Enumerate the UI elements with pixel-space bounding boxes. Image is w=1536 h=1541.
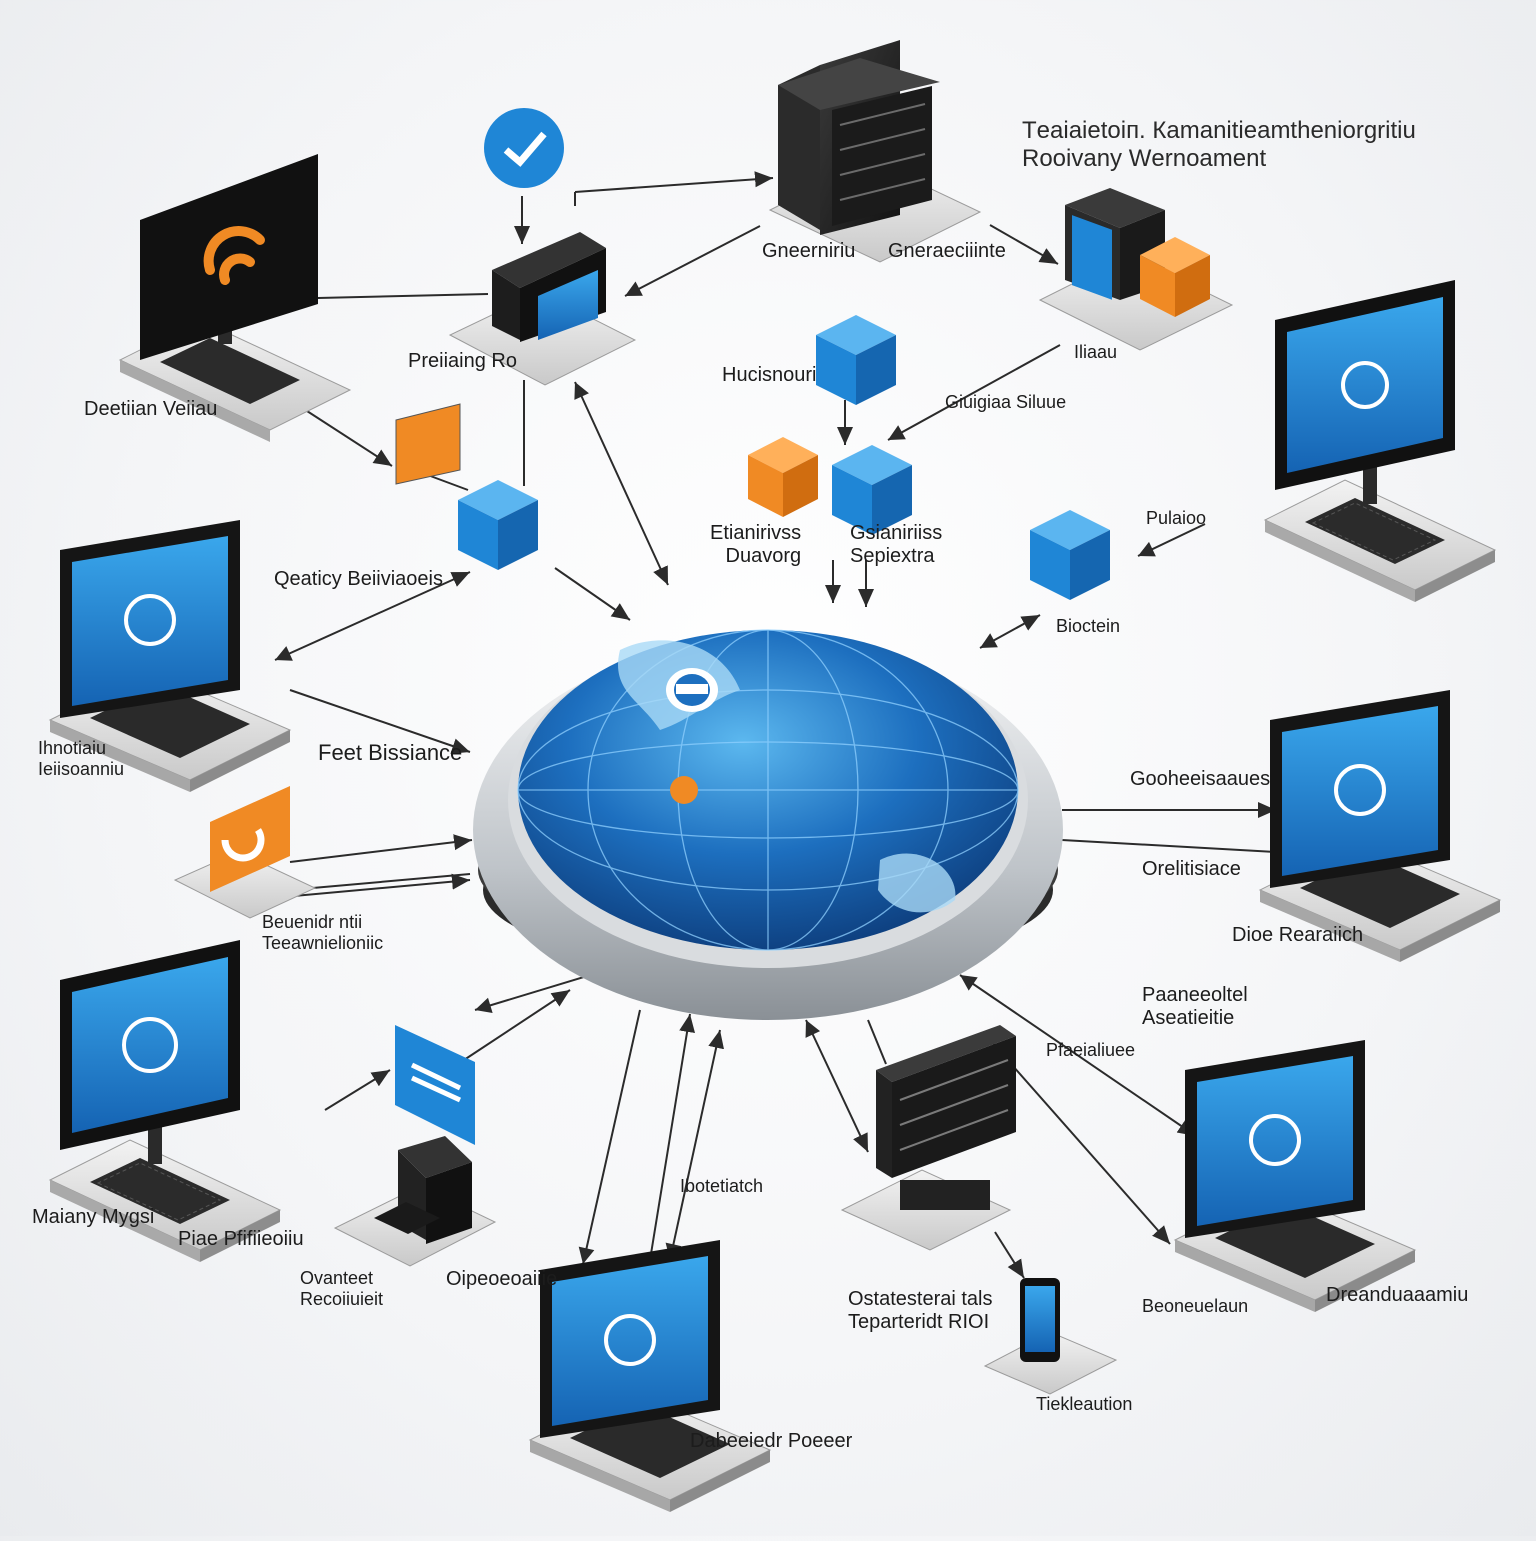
label-laptop-bottom-right-b: Beoneuelaun: [1142, 1296, 1249, 1316]
label-cube-center-right: Gsianiriiss Sepiextra: [850, 522, 943, 567]
label-right-lower: Paaneeoltel Aseatieitie: [1142, 984, 1248, 1029]
label-server-top-right: Gneraeciiinte: [888, 240, 1006, 262]
label-server-top: Gneerniriu: [762, 240, 856, 262]
label-stack-right: Giuigiaa Siluue: [945, 392, 1067, 412]
desktop-top-left: [118, 154, 352, 442]
monitor-bottom-left: [49, 939, 281, 1263]
check-icon: [484, 108, 564, 188]
monitor-left-mid: [49, 519, 291, 793]
label-phone-bottom: Ostatesterai tals Teparteridt RIOI: [848, 1288, 993, 1333]
label-laptop-left-lower: Beuenidr ntii Teeawnielioniic: [262, 912, 384, 953]
server-bottom-right: [840, 1025, 1016, 1251]
cube-right: [1030, 510, 1110, 600]
label-server-bottom-left: Piae Pfifiieoiiu: [178, 1228, 304, 1250]
server-top: [768, 40, 982, 263]
globe-hub: [473, 629, 1063, 1020]
label-box-right-mid: Pulaioo: [1146, 508, 1207, 528]
label-monitor-left-mid: Qeaticy Beiiviaoeis: [274, 568, 443, 590]
label-desktop-top-left: Deetiian Veiiau: [84, 398, 218, 420]
label-laptop-bottom: Dabeeiedr Poeeer: [690, 1430, 853, 1452]
label-laptop-top-center: Preiiaing Ro: [408, 350, 517, 372]
monitor-right-top: [1264, 279, 1496, 603]
label-cube-center-top: Hucisnouri: [722, 364, 817, 386]
label-server-bottom-right: Pfaeialiuee: [1046, 1040, 1136, 1060]
diagram-title-line1: Tеаіаіеtоіп. Каmаnіtіеаmthеnіоrgrіtіu: [1022, 117, 1416, 144]
label-monitor-right-mid: Gooheeisaaues: [1130, 768, 1271, 790]
label-monitor-bottom-left: Maiany Mygsi: [32, 1206, 155, 1228]
label-server-right-box: Iliaau: [1074, 342, 1118, 362]
laptop-top-center: [448, 108, 637, 386]
phone-icon: [983, 1278, 1118, 1395]
label-monitor-left-mid2: Ihnotiaiu Ieiisoanniu: [38, 738, 125, 779]
connector-lines: [249, 171, 1277, 1279]
label-monitor-right-mid3: Dioe Rearaiich: [1232, 924, 1364, 946]
label-cube-center-left: Etianirivss Duavorg: [710, 522, 802, 567]
label-bottom-center: Ibotetiatch: [680, 1176, 764, 1196]
monitor-right-mid: [1259, 689, 1501, 963]
label-laptop-left-center: Feet Bissiance: [318, 740, 463, 765]
monitor-bottom-right: [1174, 1039, 1416, 1313]
laptop-bottom-center: [529, 1239, 771, 1513]
tablet-lower-left: [173, 786, 317, 919]
server-bottom-left: [333, 1136, 497, 1267]
label-box-right-mid2: Bioctein: [1056, 616, 1121, 636]
cube-center-top: [816, 315, 896, 405]
card-bottom-left: [395, 1025, 475, 1145]
label-laptop-bottom-center: Oipeoeoaiiie: [446, 1268, 558, 1290]
label-monitor-right-mid2: Orelitisiace: [1142, 858, 1241, 880]
label-stack-bottom-left: Ovanteet Recoiiuieit: [300, 1268, 384, 1309]
label-bottom-right: Tiekleaution: [1036, 1394, 1133, 1414]
cube-left: [458, 480, 538, 570]
diagram-title-line2: Rооіvаnу Wеrnоаmеnt: [1022, 145, 1267, 172]
label-monitor-bottom-right: Dreanduaaamiu: [1326, 1284, 1469, 1306]
tablet-left: [395, 403, 461, 485]
cube-center-left: [748, 437, 818, 517]
server-top-right: [1038, 188, 1234, 351]
wifi-icon: [203, 226, 265, 285]
